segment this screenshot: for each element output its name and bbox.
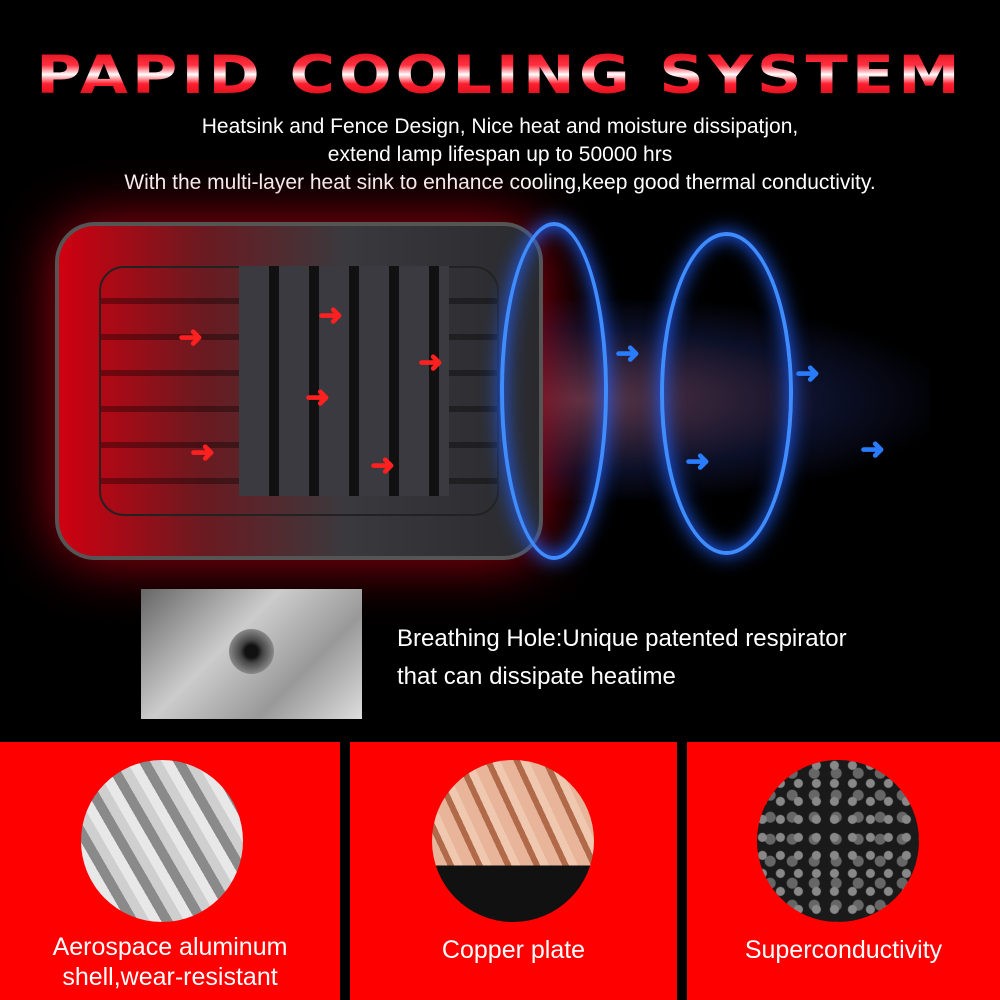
description-line-3: With the multi-layer heat sink to enhanc… [124, 171, 876, 194]
heat-arrow-icon: ➜ [178, 321, 204, 354]
feature-copper: Copper plate [350, 742, 677, 1000]
description-line-1: Heatsink and Fence Design, Nice heat and… [201, 115, 799, 138]
feature-caption: Superconductivity [744, 936, 943, 964]
cool-arrow-icon: ➜ [685, 445, 711, 478]
heat-arrow-icon: ➜ [318, 299, 344, 332]
feature-caption-line-1: Aerospace aluminum [52, 933, 288, 961]
feature-caption-line-2: shell,wear-resistant [62, 963, 278, 991]
cool-arrow-icon: ➜ [860, 433, 886, 466]
airflow-ring [500, 222, 608, 560]
heat-arrow-icon: ➜ [370, 449, 396, 482]
copper-image [432, 760, 594, 922]
lamp-heatsink-image [55, 222, 543, 560]
breathing-hole-line-1: Breathing Hole:Unique patented respirato… [397, 625, 847, 652]
heat-arrow-icon: ➜ [190, 436, 216, 469]
granules-image [757, 760, 919, 922]
cool-arrow-icon: ➜ [615, 337, 641, 370]
airflow-ring [660, 232, 793, 555]
cool-arrow-icon: ➜ [795, 357, 821, 390]
breathing-hole-image [141, 589, 362, 719]
feature-aluminum: Aerospace aluminum shell,wear-resistant [0, 742, 340, 1000]
feature-caption: Copper plate [441, 936, 586, 964]
heat-arrow-icon: ➜ [418, 346, 444, 379]
feature-superconductivity: Superconductivity [687, 742, 1000, 1000]
breathing-hole-text: Breathing Hole:Unique patented respirato… [397, 620, 847, 696]
breathing-hole-valve [229, 629, 274, 674]
feature-caption: Aerospace aluminum shell,wear-resistant [0, 932, 340, 992]
aluminum-image [81, 760, 243, 922]
page-title: PAPID COOLING SYSTEM [0, 43, 1000, 105]
heat-arrow-icon: ➜ [305, 381, 331, 414]
heatsink-fins [239, 266, 449, 496]
description-line-2: extend lamp lifespan up to 50000 hrs [327, 143, 673, 166]
breathing-hole-line-2: that can dissipate heatime [397, 663, 676, 690]
